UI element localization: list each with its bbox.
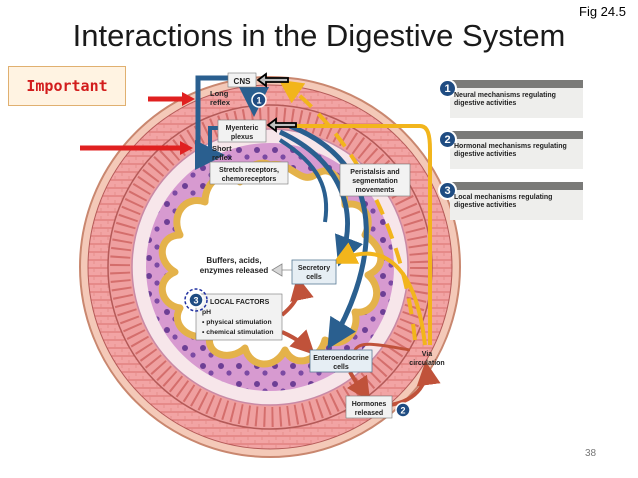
legend-local-mechanisms: 3 Local mechanisms regulating digestive … bbox=[438, 181, 583, 220]
hormones-released-box bbox=[345, 395, 393, 419]
buffers-line2: enzymes released bbox=[200, 266, 269, 275]
legend-badge: 2 bbox=[438, 130, 457, 149]
via-circulation-line2: circulation bbox=[409, 360, 444, 367]
long-reflex-line1: Long bbox=[210, 89, 229, 98]
hormones-line2: released bbox=[355, 410, 383, 417]
legend-body bbox=[450, 139, 583, 169]
short-reflex-line1: Short bbox=[212, 144, 232, 153]
via-circulation-line1: Via bbox=[422, 351, 432, 358]
important-label: Important bbox=[8, 66, 126, 106]
badge-3-diagram-text: 3 bbox=[193, 296, 198, 306]
circulation-to-enteroendocrine bbox=[353, 342, 411, 352]
hormone-to-circulation bbox=[389, 361, 441, 407]
short-reflex-pathway bbox=[208, 126, 220, 160]
badge-2-diagram-text: 2 bbox=[400, 406, 405, 416]
secretory-line1: Secretory bbox=[298, 265, 330, 272]
short-reflex-line2: reflex bbox=[212, 153, 233, 162]
badge-2-diagram bbox=[395, 402, 411, 418]
enteroendocrine-box bbox=[309, 349, 373, 373]
circulation-loop bbox=[292, 124, 432, 345]
myenteric-line2: plexus bbox=[231, 134, 253, 141]
badge-1-diagram-text: 1 bbox=[256, 96, 261, 106]
page-number: 38 bbox=[585, 448, 597, 459]
pointer-arrow-cns bbox=[256, 72, 289, 88]
peristalsis-box bbox=[339, 163, 411, 197]
enteroendocrine-line1: Enteroendocrine bbox=[313, 355, 369, 362]
pointer-arrow-myenteric bbox=[266, 117, 297, 133]
legend-body bbox=[450, 88, 583, 118]
myenteric-plexus-box bbox=[217, 119, 267, 143]
local-factor-ph: pH bbox=[202, 309, 211, 316]
long-reflex-line2: reflex bbox=[210, 98, 231, 107]
local-factor-physical: • physical stimulation bbox=[202, 319, 272, 326]
buffers-line1: Buffers, acids, bbox=[206, 256, 261, 265]
circulation-to-secretory bbox=[332, 242, 427, 346]
legend-bar bbox=[450, 131, 583, 139]
legend-hormonal-mechanisms: 2 Hormonal mechanisms regulating digesti… bbox=[438, 130, 583, 169]
legend-text: Local mechanisms regulating digestive ac… bbox=[454, 194, 553, 209]
legend-bar bbox=[450, 182, 583, 190]
slide-title: Interactions in the Digestive System bbox=[72, 18, 566, 53]
peristalsis-line3: movements bbox=[356, 187, 395, 194]
enteroendocrine-line2: cells bbox=[333, 364, 349, 371]
legend-body bbox=[450, 190, 583, 220]
peristalsis-line1: Peristalsis and bbox=[350, 169, 399, 176]
pointer-arrow-short-reflex-head bbox=[180, 141, 193, 155]
plexus-to-secretory bbox=[278, 138, 329, 223]
local-factor-chemical: • chemical stimulation bbox=[202, 329, 274, 336]
plexus-to-enteroendocrine bbox=[289, 123, 369, 350]
stretch-receptors-box bbox=[209, 161, 289, 185]
secretory-cells-box bbox=[291, 259, 337, 285]
circulation-to-cns bbox=[278, 79, 417, 341]
peristalsis-line2: segmentation bbox=[352, 178, 398, 185]
badge-3-diagram bbox=[188, 292, 204, 308]
myenteric-line1: Myenteric bbox=[226, 125, 259, 132]
cns-label: CNS bbox=[234, 77, 252, 86]
local-factors-box bbox=[195, 293, 283, 341]
legend-badge: 3 bbox=[438, 181, 457, 200]
badge-3-highlight-ring bbox=[184, 288, 208, 312]
local-factors-title: LOCAL FACTORS bbox=[210, 299, 270, 306]
pointer-arrow-long-reflex-head bbox=[182, 92, 195, 106]
secretion-arrow bbox=[271, 263, 292, 277]
cns-box bbox=[227, 72, 257, 88]
legend-badge: 1 bbox=[438, 79, 457, 98]
legend-bar bbox=[450, 80, 583, 88]
figure-reference: Fig 24.5 bbox=[579, 4, 626, 19]
legend-text: Neural mechanisms regulating digestive a… bbox=[454, 92, 556, 107]
stretch-line2: chemoreceptors bbox=[222, 176, 277, 183]
secretory-line2: cells bbox=[306, 274, 322, 281]
circular-muscle-texture bbox=[110, 107, 430, 427]
legend-text: Hormonal mechanisms regulating digestive… bbox=[454, 143, 567, 158]
stretch-line1: Stretch receptors, bbox=[219, 167, 279, 174]
legend-neural-mechanisms: 1 Neural mechanisms regulating digestive… bbox=[438, 79, 583, 118]
hormones-line1: Hormones bbox=[352, 401, 387, 408]
badge-1-diagram bbox=[251, 92, 267, 108]
